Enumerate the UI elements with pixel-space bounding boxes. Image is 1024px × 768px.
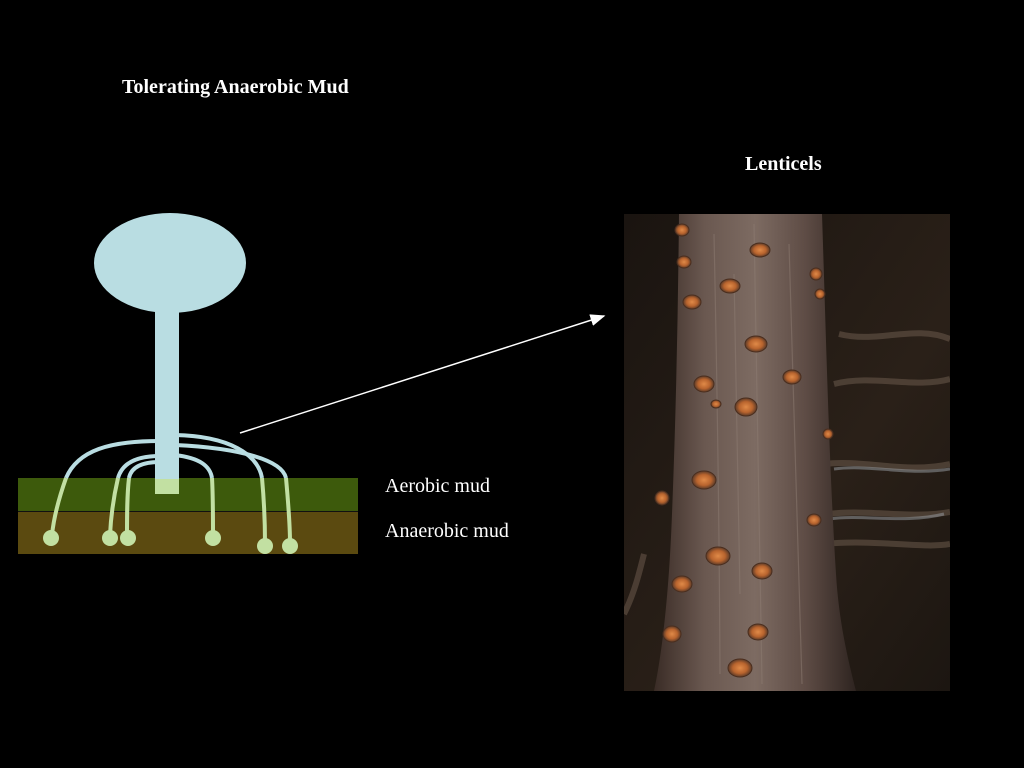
bark-streaks <box>713 223 803 685</box>
plant-trunk <box>155 312 179 479</box>
lenticels <box>654 223 834 678</box>
background-twigs-light <box>828 466 950 521</box>
plant-trunk-underground <box>155 479 179 494</box>
background-twigs <box>624 330 950 616</box>
bark-trunk <box>654 214 856 691</box>
anaerobic-mud-layer <box>18 512 358 554</box>
lenticel-photo <box>624 214 950 691</box>
roots-underground <box>50 477 292 544</box>
plant-crown <box>94 213 246 313</box>
aerobic-mud-layer <box>18 478 358 511</box>
anaerobic-mud-label: Anaerobic mud <box>385 520 509 542</box>
slide-title: Tolerating Anaerobic Mud <box>122 76 349 98</box>
arrow-icon <box>239 314 606 434</box>
aerobic-mud-label: Aerobic mud <box>385 475 490 497</box>
root-tips <box>43 530 298 554</box>
photo-caption: Lenticels <box>745 153 822 175</box>
roots-above-ground <box>64 433 288 479</box>
